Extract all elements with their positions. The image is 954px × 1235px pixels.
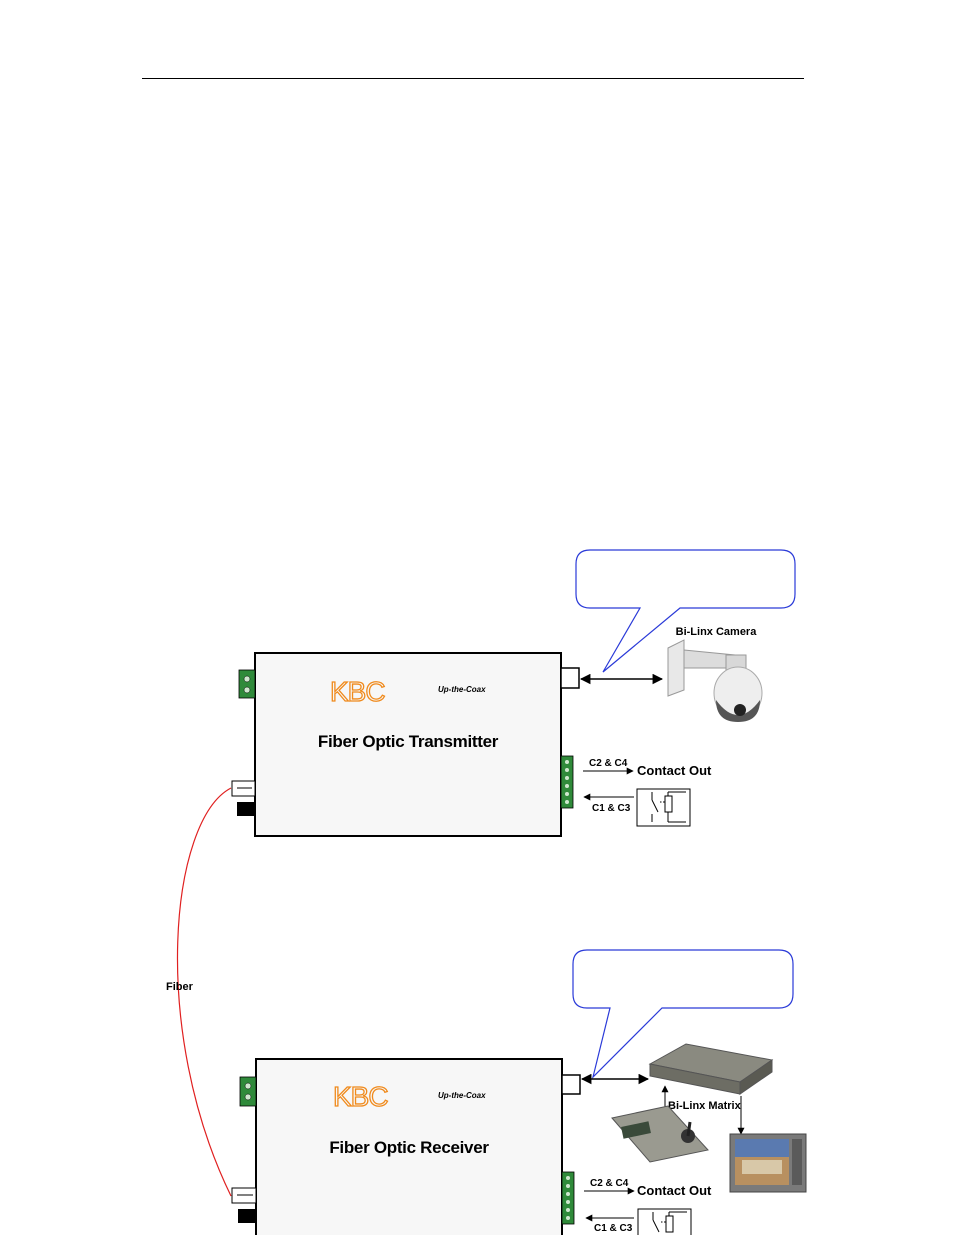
receiver-power-connector: [239, 1076, 257, 1107]
transmitter-logo: KBC: [330, 676, 385, 707]
transmitter-box: [254, 652, 562, 837]
transmitter-relay-icon: [636, 788, 691, 827]
transmitter-title: Fiber Optic Transmitter: [318, 732, 499, 751]
transmitter-contact-out-label: Contact Out: [637, 763, 712, 778]
receiver-relay-icon: [637, 1208, 692, 1235]
transmitter-power-connector: [238, 669, 256, 699]
fiber-cable: [176, 787, 232, 1197]
camera-label: Bi-Linx Camera: [676, 626, 758, 638]
transmitter-tagline: Up-the-Coax: [438, 685, 486, 694]
receiver-box: [255, 1058, 563, 1235]
transmitter-callout: [575, 549, 796, 673]
receiver-c2c4-label: C2 & C4: [590, 1178, 629, 1189]
receiver-title: Fiber Optic Receiver: [329, 1138, 489, 1157]
transmitter-unit: KBC Up-the-Coax Fiber Optic Transmitter: [231, 549, 796, 837]
matrix-switcher-icon: [648, 1043, 774, 1095]
transmitter-fiber-connector: [231, 780, 256, 816]
video-monitor-icon: [729, 1133, 807, 1193]
receiver-tagline: Up-the-Coax: [438, 1091, 486, 1100]
receiver-callout: [572, 949, 794, 1079]
dome-camera-icon: [667, 639, 763, 722]
receiver-contact-out-label: Contact Out: [637, 1183, 712, 1198]
receiver-coax-port: [561, 1074, 581, 1095]
keyboard-controller-icon: [611, 1105, 709, 1163]
transmitter-c2c4-label: C2 & C4: [589, 758, 628, 769]
receiver-c1c3-label: C1 & C3: [594, 1223, 633, 1234]
receiver-fiber-connector: [231, 1187, 257, 1223]
fiber-label: Fiber: [166, 981, 194, 993]
header-rule: [142, 78, 804, 79]
receiver-logo: KBC: [333, 1081, 388, 1112]
transmitter-terminal-block: [560, 755, 574, 809]
transmitter-c1c3-label: C1 & C3: [592, 803, 631, 814]
receiver-terminal-block: [561, 1171, 575, 1225]
matrix-label: Bi-Linx Matrix: [668, 1100, 742, 1112]
transmitter-coax-port: [560, 667, 580, 689]
receiver-unit: KBC Up-the-Coax Fiber Optic Receiver: [231, 949, 807, 1235]
